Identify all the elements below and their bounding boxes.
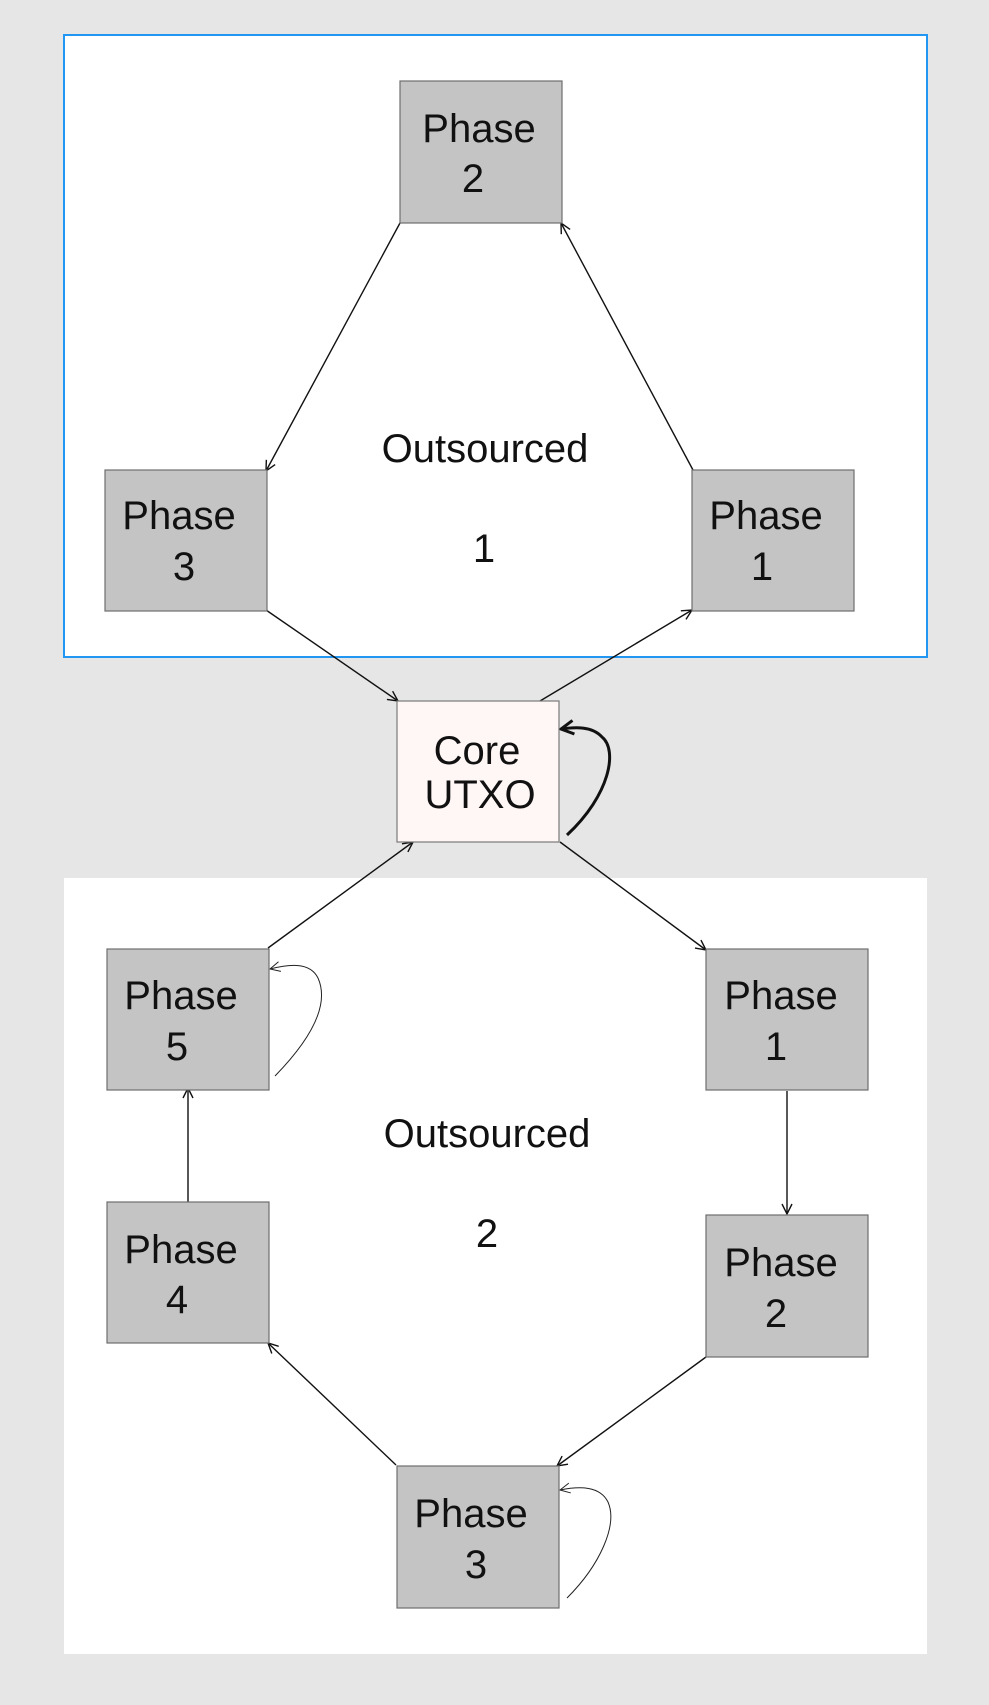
edge-o2-phase5-to-core (267, 842, 413, 949)
o2-phase5-node: Phase 5 (106, 948, 270, 1091)
edge-o2-phase5-self-loop (270, 965, 322, 1077)
o2-phase4-node: Phase 4 (106, 1201, 270, 1344)
outsourced-2-title: Outsourced (384, 1112, 591, 1156)
o2-phase1-line1: Phase (724, 974, 837, 1018)
edge-o2-phase2-to-phase3 (557, 1356, 707, 1466)
o2-phase3-node: Phase 3 (396, 1465, 560, 1609)
o1-phase1-line2: 1 (751, 545, 773, 589)
outsourced-1-number: 1 (473, 527, 495, 571)
o1-phase3-line2: 3 (173, 545, 195, 589)
outsourced-1-title: Outsourced (382, 427, 589, 471)
core-line1: Core (434, 729, 521, 773)
edge-core-to-o1-phase1 (539, 610, 692, 702)
o1-phase1-line1: Phase (709, 494, 822, 538)
o2-phase2-line2: 2 (765, 1292, 787, 1336)
edge-o1-phase3-to-core (265, 609, 398, 701)
outsourced-2-number: 2 (476, 1212, 498, 1256)
o2-phase2-line1: Phase (724, 1241, 837, 1285)
o1-phase2-line1: Phase (422, 107, 535, 151)
edge-o2-phase3-to-phase4 (268, 1343, 397, 1466)
edge-o1-phase2-to-phase3 (266, 222, 401, 471)
o2-phase4-line2: 4 (166, 1278, 188, 1322)
o1-phase1-node: Phase 1 (691, 469, 855, 612)
edge-o1-phase1-to-phase2 (561, 223, 694, 471)
o1-phase3-node: Phase 3 (104, 469, 268, 612)
o2-phase2-node: Phase 2 (705, 1214, 869, 1358)
o1-phase3-line1: Phase (122, 494, 235, 538)
core-utxo-node: Core UTXO (396, 700, 560, 843)
o2-phase3-line1: Phase (414, 1492, 527, 1536)
o1-phase2-line2: 2 (462, 157, 484, 201)
o2-phase4-line1: Phase (124, 1228, 237, 1272)
o1-phase2-node: Phase 2 (399, 80, 563, 224)
edge-core-self-loop (561, 728, 612, 837)
o2-phase1-line2: 1 (765, 1025, 787, 1069)
o2-phase5-line2: 5 (166, 1025, 188, 1069)
edge-o2-phase3-self-loop (560, 1488, 612, 1599)
edge-core-to-o2-phase1 (559, 841, 706, 950)
o2-phase1-node: Phase 1 (705, 948, 869, 1091)
core-line2: UTXO (424, 773, 535, 817)
o2-phase5-line1: Phase (124, 974, 237, 1018)
o2-phase3-line2: 3 (465, 1543, 487, 1587)
